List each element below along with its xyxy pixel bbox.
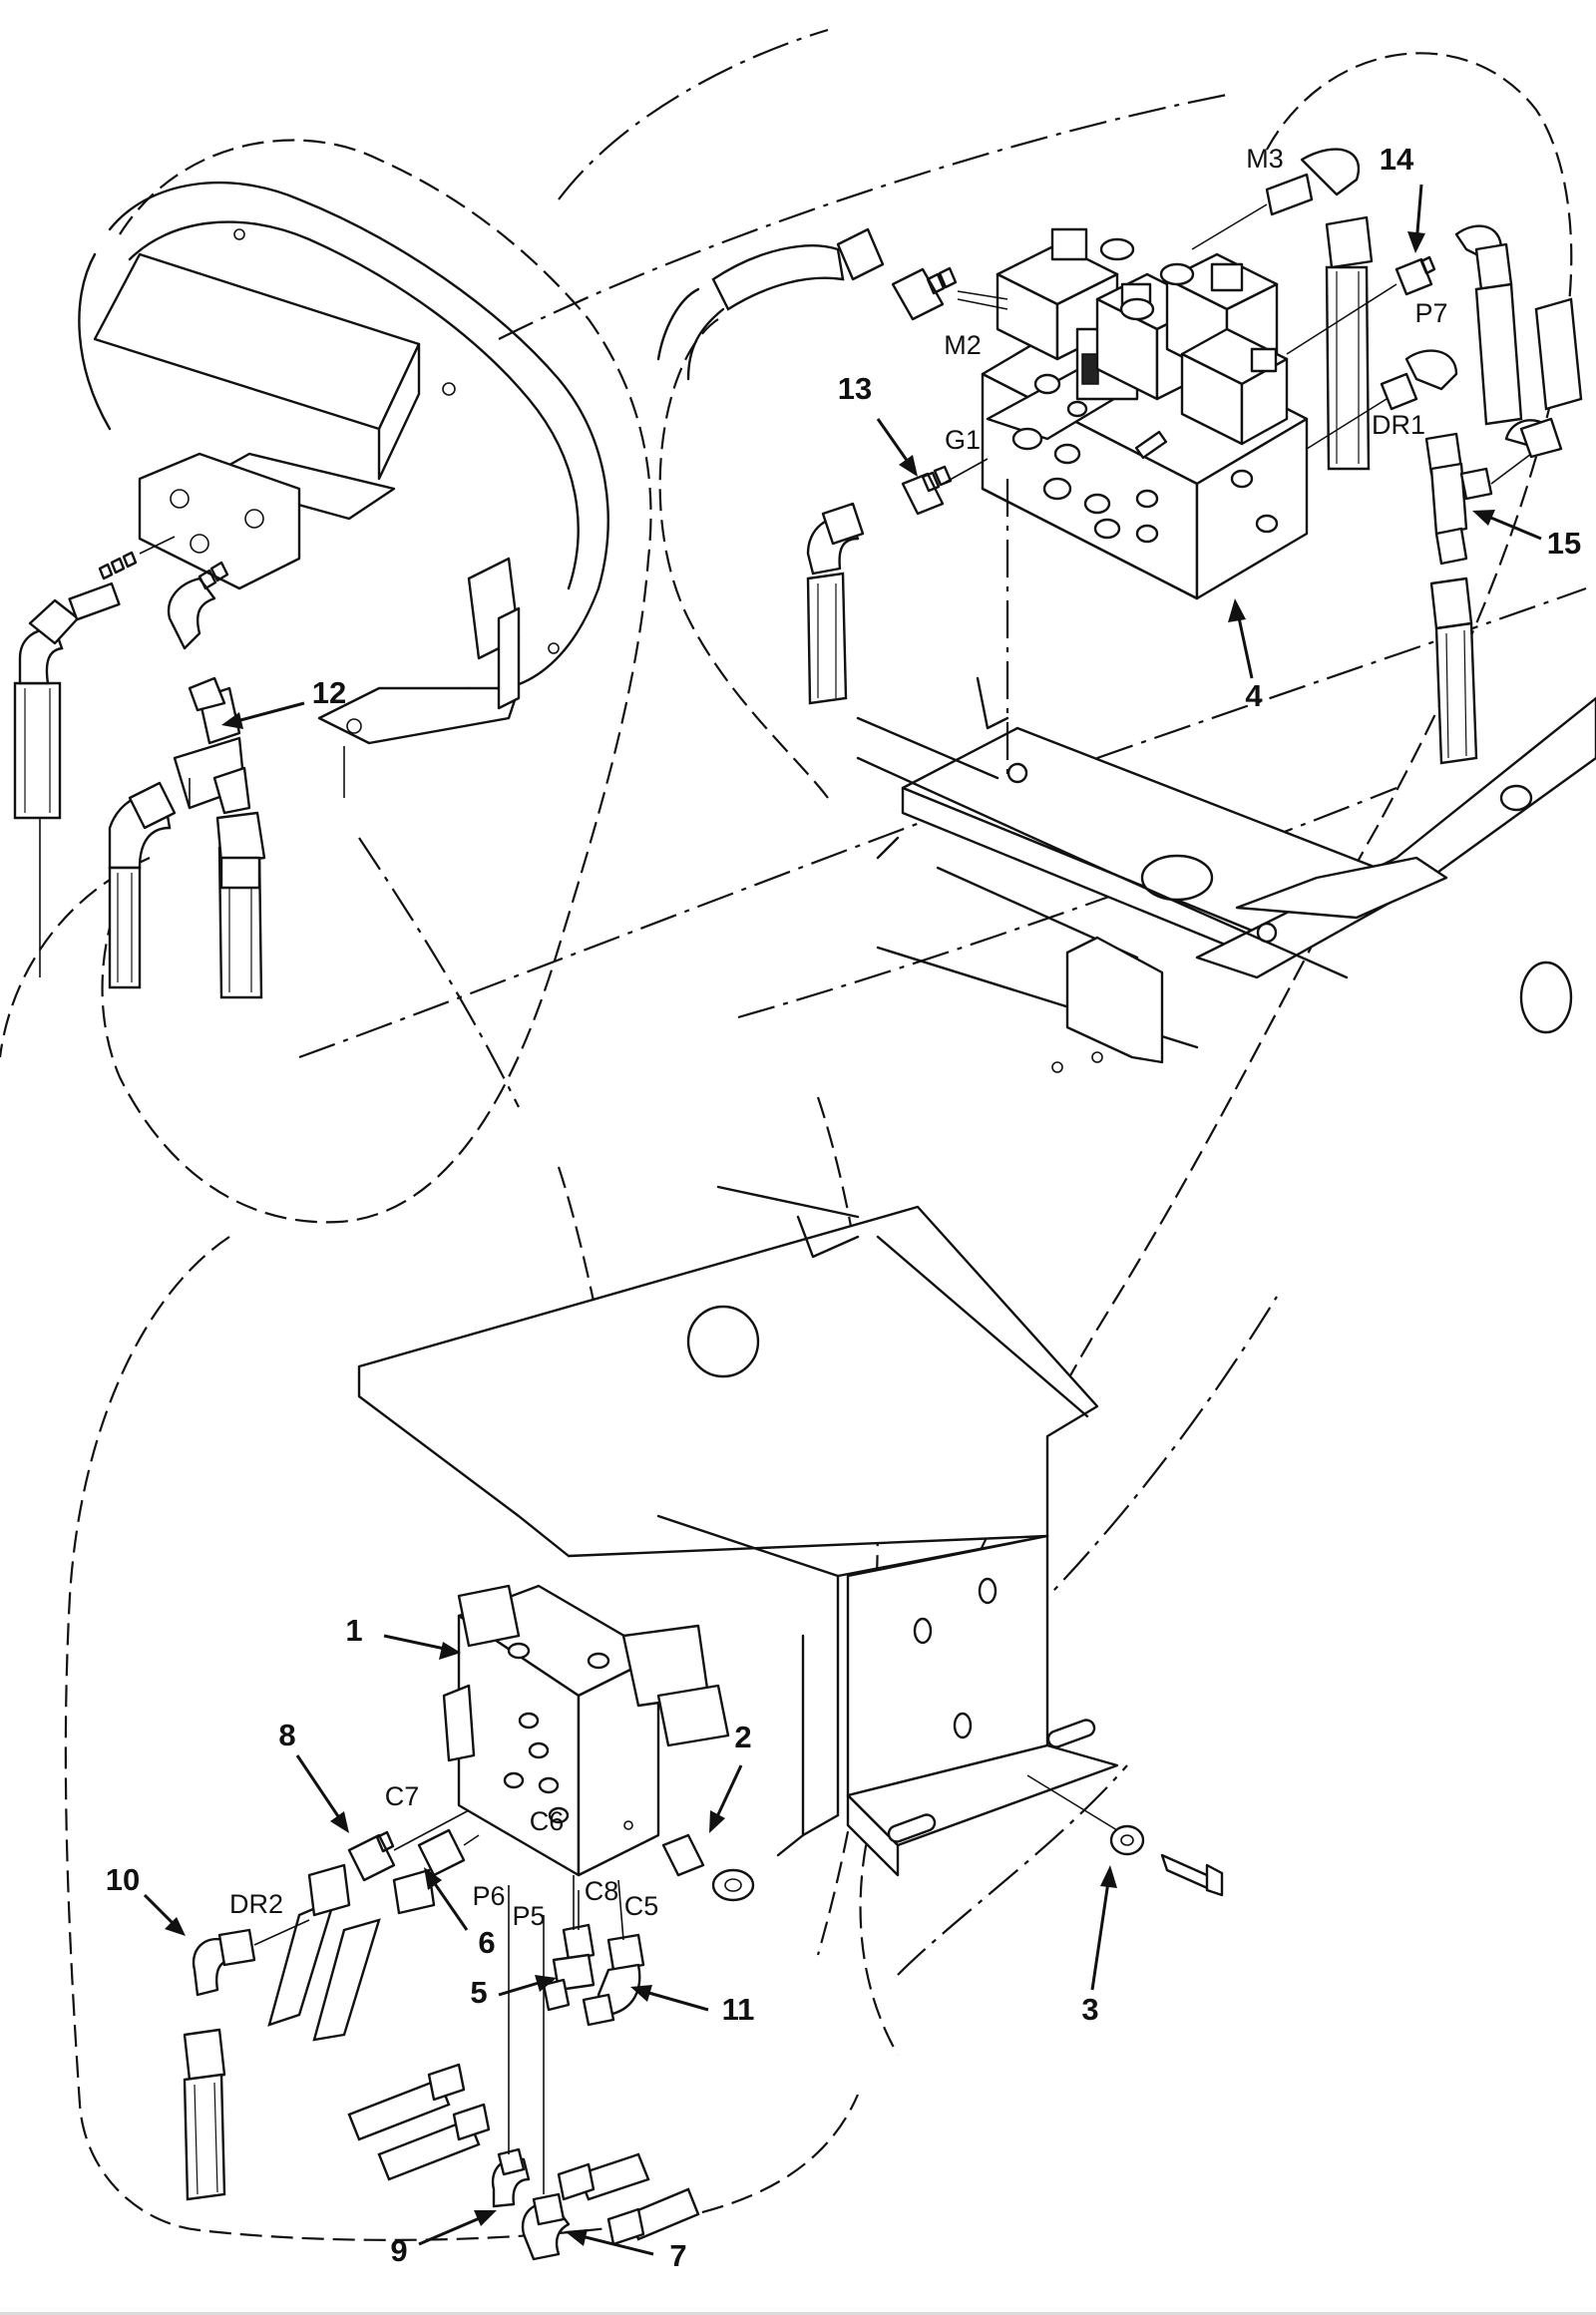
port-label-c5: C5 [624,1891,659,1921]
callout-4: 4 [1245,678,1263,713]
dr1-fitting [1306,349,1458,450]
callout-3: 3 [1081,1992,1098,2027]
m2-fitting [656,227,1008,381]
port-label-m2: M2 [944,330,982,360]
port-label-c8: C8 [585,1876,619,1906]
lower-fittings [183,1809,700,2261]
p7-fitting [1286,224,1583,426]
port-label-p7: P7 [1414,298,1447,328]
callout-7: 7 [669,2238,686,2273]
port-label-p5: P5 [512,1901,545,1931]
fitting-thread [98,551,138,580]
callout-15: 15 [1547,526,1581,561]
callout-1: 1 [345,1613,362,1648]
port-label-g1: G1 [945,425,981,455]
port-labels: M3 M2 P7 G1 DR1 C7 C6 DR2 P6 P5 C8 C5 [229,144,1448,1931]
callout-9: 9 [390,2233,407,2268]
lower-bracket [357,1185,1119,1877]
callout-14: 14 [1380,142,1414,177]
pump-flange-assembly [78,182,609,745]
callout-8: 8 [278,1718,295,1752]
callout-2: 2 [734,1720,751,1754]
port-label-m3: M3 [1246,144,1284,174]
page-edge [0,2312,1596,2315]
frame-rail [856,479,1596,1073]
m3-elbow-fitting [1191,148,1374,471]
solenoid-coils [996,227,1289,460]
lower-manifold-assembly [442,1584,1224,1902]
callout-13: 13 [838,371,872,406]
g1-fitting [806,458,989,705]
callout-12: 12 [312,675,346,710]
left-hose-group [13,536,345,999]
callout-6: 6 [478,1925,495,1960]
callout-11: 11 [722,1992,755,2027]
port-label-c6: C6 [530,1806,565,1836]
port-label-dr2: DR2 [229,1889,283,1919]
port-label-dr1: DR1 [1372,410,1425,440]
port-label-p6: P6 [472,1881,505,1911]
tee-fitting-15 [1424,417,1563,765]
callout-10: 10 [106,1862,140,1897]
callout-5: 5 [470,1975,487,2010]
port-label-c7: C7 [385,1781,420,1811]
valve-manifold-assembly [656,148,1583,765]
leader-arrows [143,184,1542,2256]
manifold-ports [1011,373,1279,544]
callout-labels: 1 2 3 4 5 6 7 8 9 10 11 12 13 14 15 [106,142,1581,2273]
